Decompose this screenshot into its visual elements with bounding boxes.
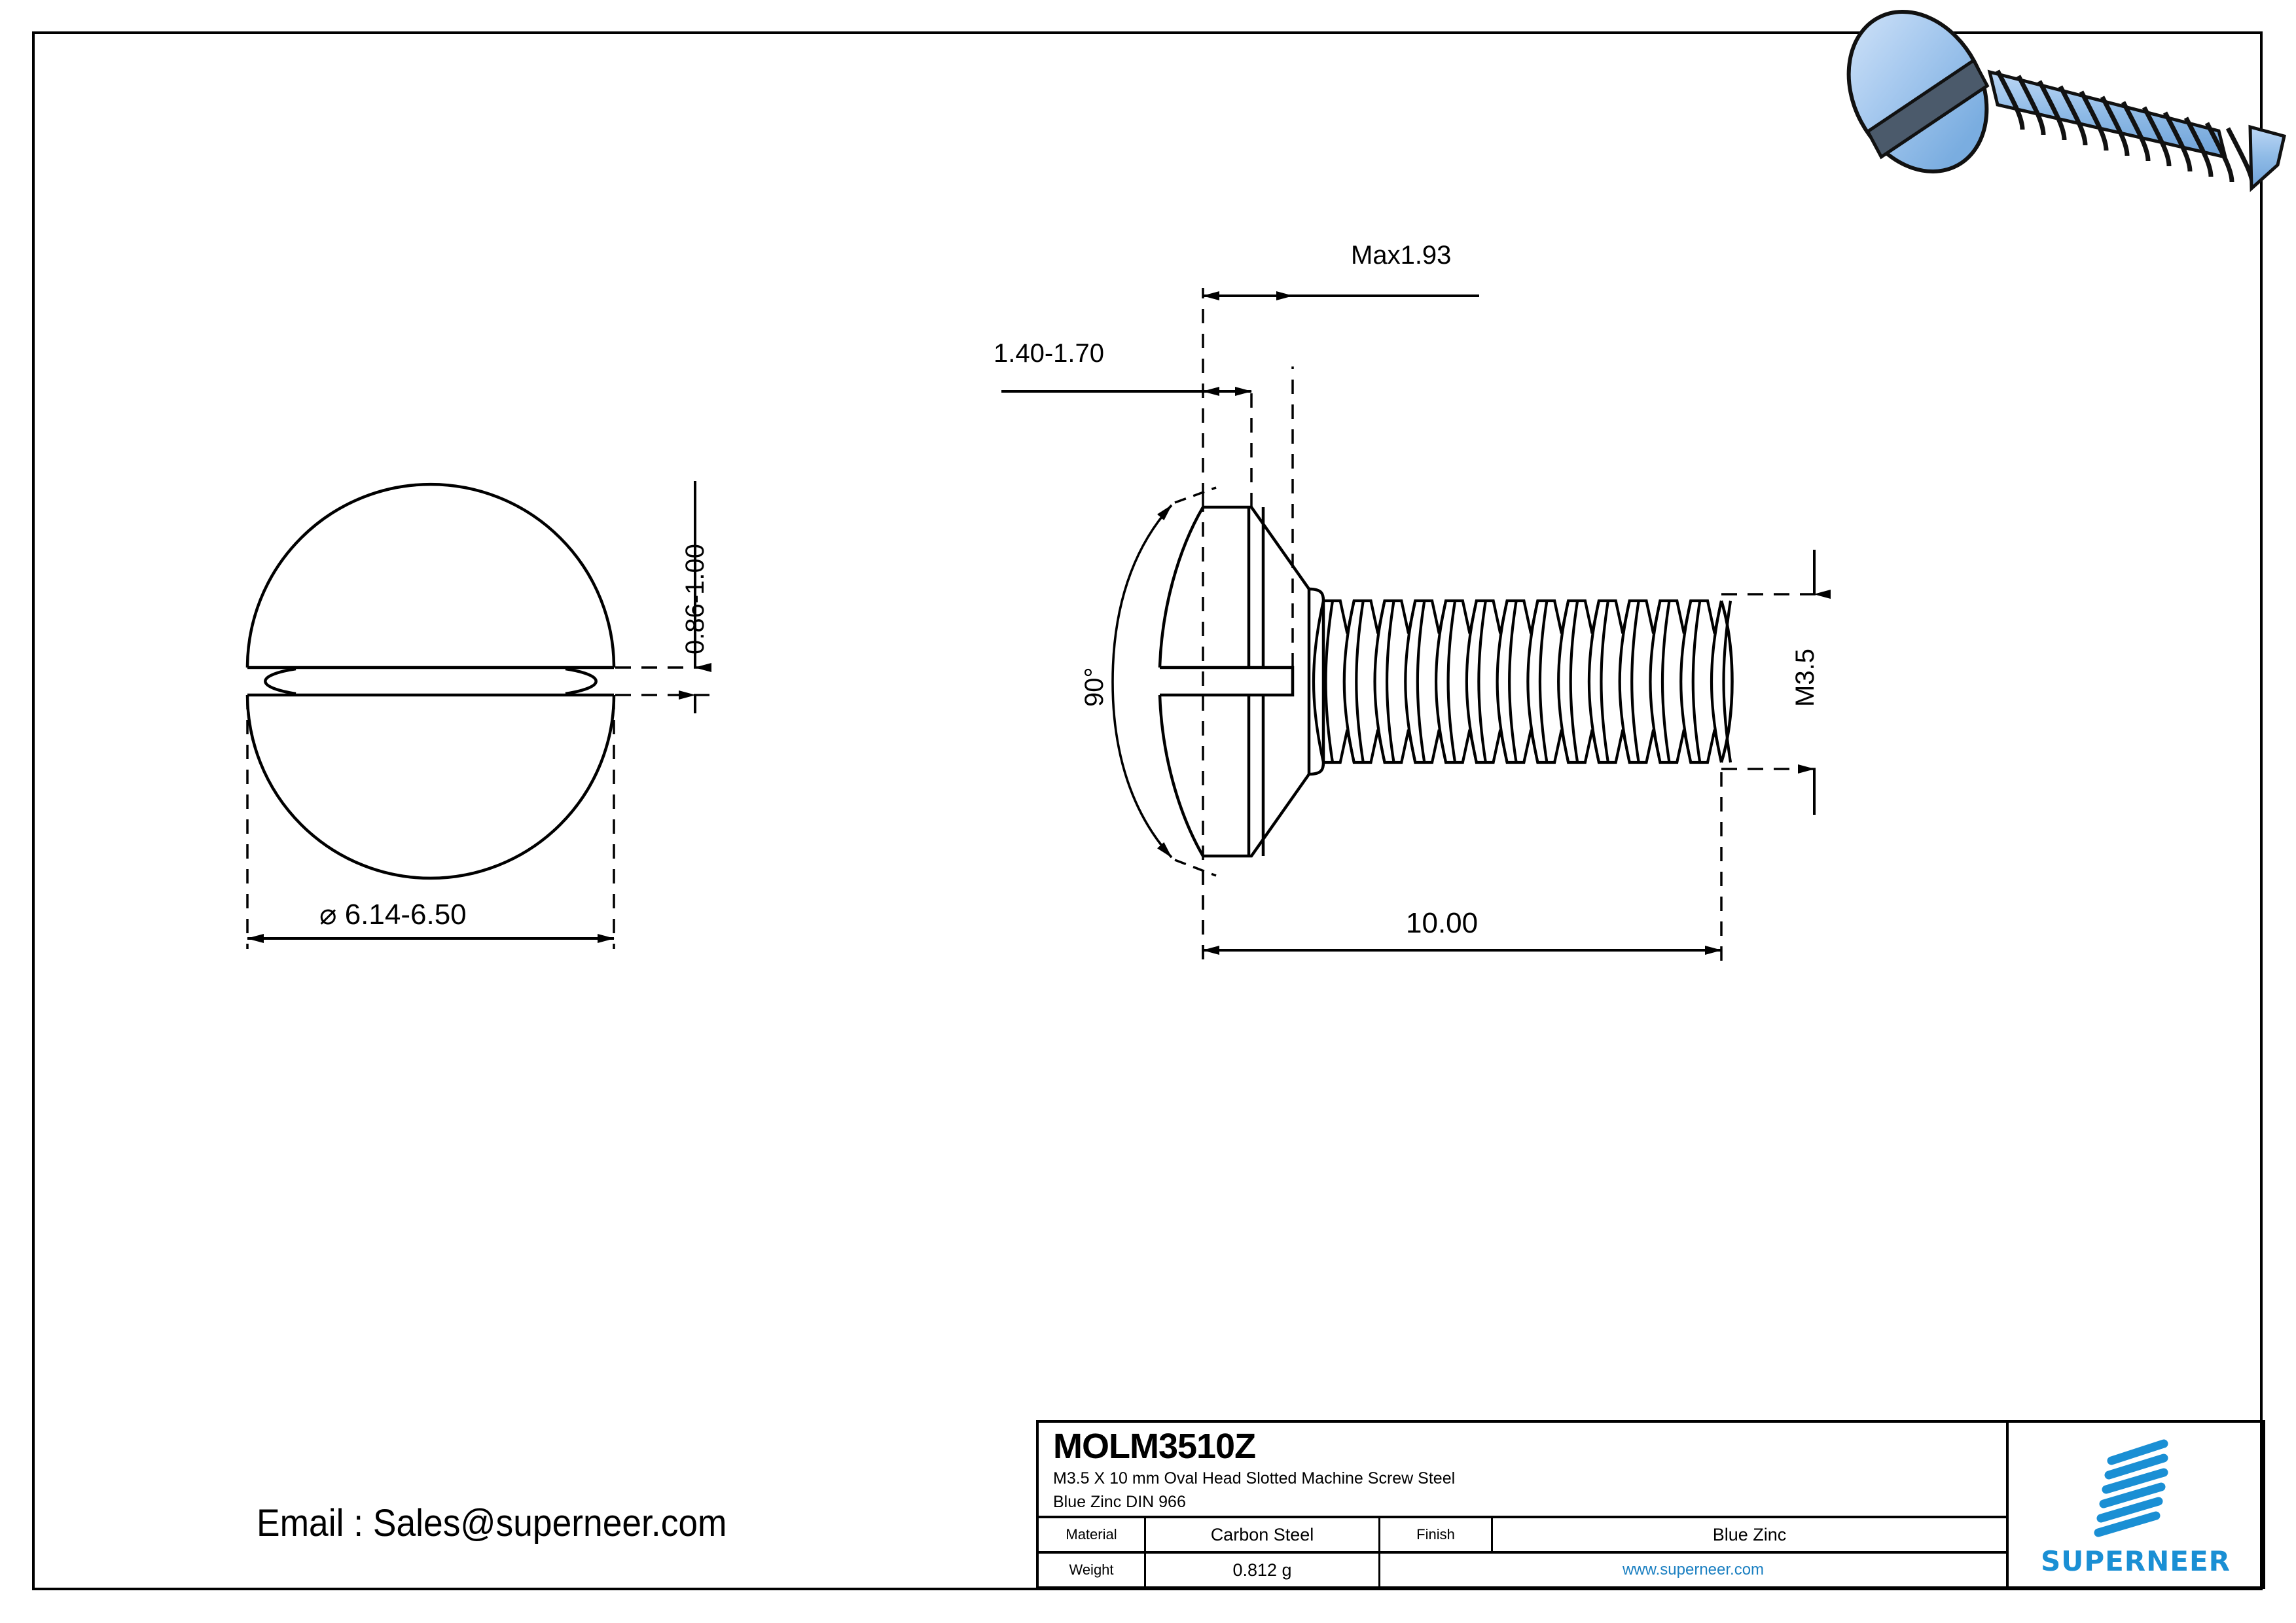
brand-logo-cell: SUPERNEER <box>2009 1423 2263 1586</box>
title-block: MOLM3510Z M3.5 X 10 mm Oval Head Slotted… <box>1036 1420 2265 1589</box>
dimension-head-diameter: ⌀ 6.14-6.50 <box>319 899 467 931</box>
title-block-description: MOLM3510Z M3.5 X 10 mm Oval Head Slotted… <box>1039 1423 2006 1518</box>
dimension-slot-depth: 1.40-1.70 <box>994 339 1105 368</box>
brand-name: SUPERNEER <box>2040 1545 2231 1577</box>
dimension-head-height-max: Max1.93 <box>1351 241 1452 270</box>
dimension-slot-width: 0.86-1.00 <box>681 543 709 654</box>
contact-email: Email : Sales@superneer.com <box>257 1502 727 1544</box>
dimension-head-angle: 90° <box>1080 667 1109 707</box>
side-view-head <box>1158 505 1325 858</box>
screw-3d-shank <box>1987 69 2286 192</box>
front-view-dimension-lines <box>246 481 713 949</box>
weight-value: 0.812 g <box>1146 1554 1380 1586</box>
title-block-info: MOLM3510Z M3.5 X 10 mm Oval Head Slotted… <box>1039 1423 2009 1586</box>
title-block-row-weight: Weight 0.812 g www.superneer.com <box>1039 1554 2006 1586</box>
screw-3d-render <box>1846 9 2286 192</box>
material-value: Carbon Steel <box>1146 1518 1380 1551</box>
part-code: MOLM3510Z <box>1053 1427 1256 1466</box>
dimension-screw-length: 10.00 <box>1406 907 1479 939</box>
drawing-frame <box>32 31 2263 1590</box>
website-link[interactable]: www.superneer.com <box>1622 1561 1765 1578</box>
thread-profile <box>1312 599 1734 764</box>
weight-label: Weight <box>1039 1554 1146 1586</box>
part-description-line-2: Blue Zinc DIN 966 <box>1053 1493 1186 1511</box>
part-description-line-1: M3.5 X 10 mm Oval Head Slotted Machine S… <box>1053 1469 1456 1488</box>
screw-3d-head <box>1846 9 1990 174</box>
finish-value: Blue Zinc <box>1712 1524 1787 1544</box>
front-view-head <box>245 482 616 880</box>
material-label: Material <box>1039 1518 1146 1551</box>
superneer-logo-icon <box>2094 1439 2168 1537</box>
title-block-row-material: Material Carbon Steel Finish Blue Zinc <box>1039 1518 2006 1554</box>
dimension-thread-size: M3.5 <box>1791 649 1820 707</box>
side-view-dimension-lines <box>1001 288 1831 962</box>
finish-label: Finish <box>1380 1518 1493 1551</box>
